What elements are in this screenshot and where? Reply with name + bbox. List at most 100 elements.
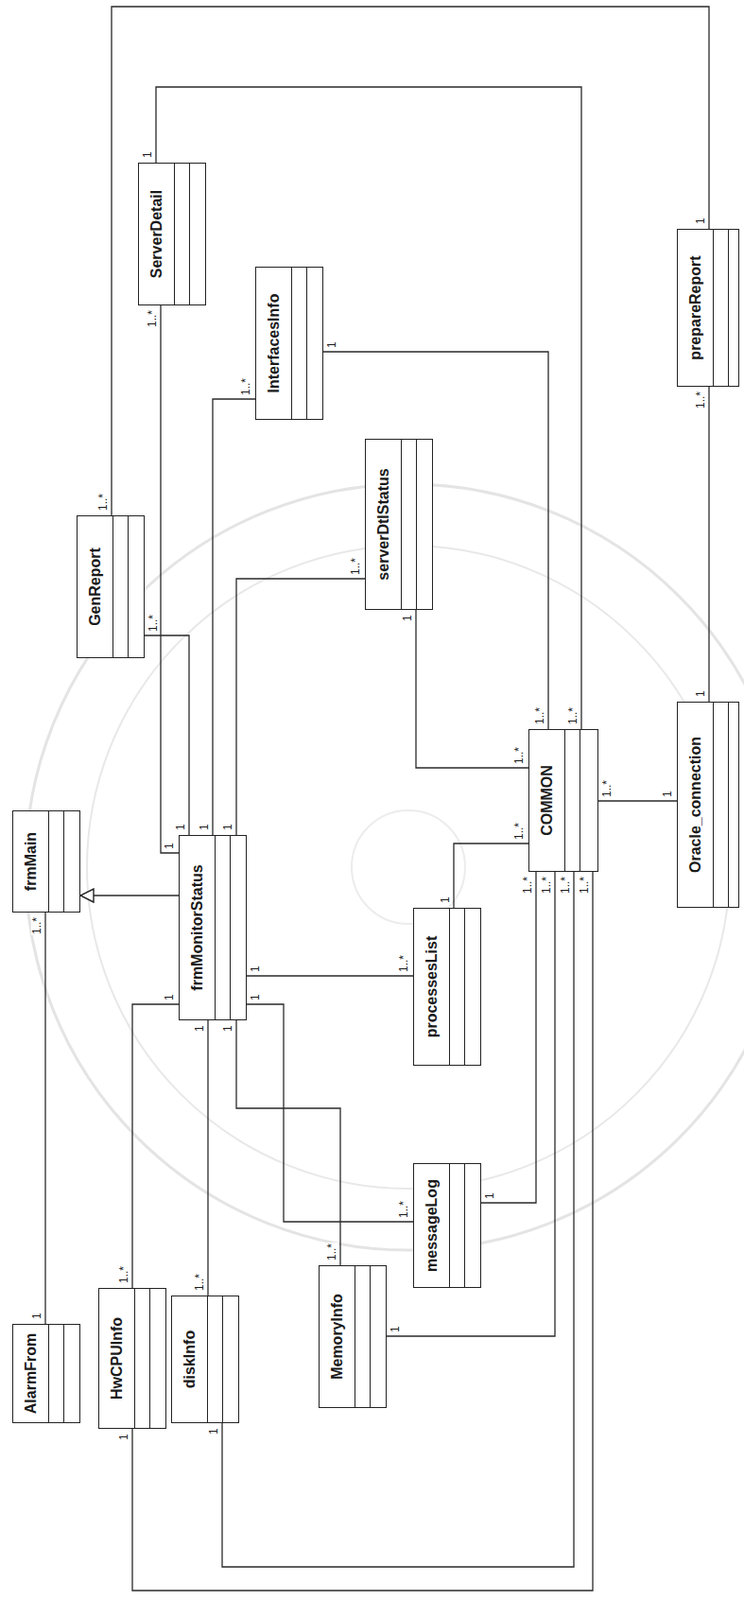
multiplicity: 1 — [207, 1426, 221, 1436]
class-box: serverDtlStatus — [364, 438, 433, 610]
class-name-compartment: COMMON — [529, 729, 566, 871]
class-name: serverDtlStatus — [375, 467, 393, 580]
class-name-compartment: messageLog — [414, 1163, 450, 1287]
multiplicity: 1 — [193, 1023, 207, 1033]
class-name-compartment: Oracle_connection — [677, 702, 714, 907]
class-name: AlarmFrom — [22, 1332, 40, 1414]
association-line — [246, 974, 414, 976]
multiplicity: 1..* — [694, 390, 708, 410]
association-line — [598, 799, 677, 801]
class-name: frmMain — [22, 831, 40, 891]
attribute-compartment — [401, 439, 417, 609]
multiplicity: 1..* — [397, 953, 411, 973]
association-line — [453, 843, 529, 908]
attribute-compartment — [713, 702, 729, 907]
multiplicity: 1..* — [513, 821, 526, 841]
class-name-compartment: serverDtlStatus — [365, 439, 402, 609]
multiplicity: 1 — [389, 1324, 402, 1333]
multiplicity: 1 — [326, 340, 339, 349]
class-box: InterfacesInfo — [255, 266, 324, 420]
multiplicity: 1..* — [397, 1199, 411, 1219]
class-name: processesList — [423, 935, 441, 1039]
attribute-compartment — [215, 835, 231, 1020]
multiplicity: 1..* — [349, 556, 363, 576]
multiplicity: 1..* — [578, 875, 591, 895]
multiplicity: 1 — [249, 964, 262, 973]
multiplicity: 1 — [439, 895, 452, 904]
multiplicity: 1..* — [240, 377, 253, 397]
association-line — [246, 1003, 414, 1222]
association-line — [708, 386, 710, 702]
association-line — [323, 351, 549, 729]
attribute-compartment — [713, 229, 729, 386]
class-box: messageLog — [413, 1162, 482, 1288]
class-name-compartment: frmMonitorStatus — [179, 835, 216, 1020]
multiplicity: 1..* — [97, 492, 110, 512]
multiplicity: 1 — [661, 789, 675, 798]
attribute-compartment — [355, 1265, 371, 1407]
multiplicity: 1..* — [540, 875, 554, 895]
multiplicity: 1 — [694, 689, 708, 698]
association-line — [415, 609, 529, 768]
multiplicity: 1..* — [193, 1272, 207, 1292]
class-name: InterfacesInfo — [265, 294, 283, 394]
multiplicity: 1..* — [326, 1242, 339, 1262]
class-name-compartment: ServerDetail — [138, 163, 175, 305]
attribute-compartment — [449, 908, 466, 1065]
multiplicity: 1 — [249, 992, 262, 1002]
attribute-compartment — [113, 516, 129, 658]
multiplicity: 1..* — [521, 875, 535, 895]
multiplicity: 1..* — [559, 875, 572, 895]
attribute-compartment — [49, 1324, 65, 1422]
multiplicity: 1 — [31, 1311, 44, 1320]
association-line — [144, 635, 190, 835]
class-box: frmMonitorStatus — [178, 834, 247, 1021]
attribute-compartment — [135, 1288, 151, 1428]
multiplicity: 1 — [118, 1432, 131, 1441]
multiplicity: 1 — [484, 1191, 497, 1200]
association-line — [212, 398, 256, 835]
class-name: HwCPUInfo — [108, 1316, 126, 1400]
association-line — [236, 1020, 341, 1265]
multiplicity: 1 — [163, 992, 176, 1002]
class-name: ServerDetail — [148, 190, 166, 278]
attribute-compartment — [292, 267, 308, 419]
attribute-compartment — [449, 1163, 466, 1287]
multiplicity: 1..* — [31, 916, 44, 935]
association-line — [132, 1003, 179, 1288]
class-name: Oracle_connection — [687, 736, 705, 873]
class-box: GenReport — [76, 515, 145, 658]
class-name-compartment: processesList — [414, 908, 450, 1065]
multiplicity: 1 — [141, 150, 155, 159]
multiplicity: 1..* — [118, 1264, 131, 1284]
class-box: prepareReport — [676, 228, 740, 387]
class-box: MemoryInfo — [318, 1264, 387, 1408]
class-box: diskInfo — [171, 1295, 240, 1423]
multiplicity: 1..* — [567, 706, 580, 726]
multiplicity: 1 — [222, 822, 235, 831]
class-name: diskInfo — [181, 1330, 199, 1388]
class-box: ServerDetail — [138, 162, 207, 306]
generalization-arrow — [80, 894, 179, 896]
class-name: messageLog — [423, 1178, 441, 1272]
class-box: frmMain — [12, 810, 81, 913]
multiplicity: 1 — [198, 822, 211, 831]
multiplicity: 1 — [163, 841, 176, 850]
class-name: prepareReport — [687, 255, 705, 360]
class-name-compartment: AlarmFrom — [13, 1324, 50, 1422]
class-box: HwCPUInfo — [98, 1287, 167, 1429]
multiplicity: 1 — [174, 822, 188, 831]
class-name: frmMonitorStatus — [189, 864, 207, 990]
association-line — [155, 86, 582, 729]
association-line — [386, 871, 555, 1336]
class-box: processesList — [413, 907, 482, 1066]
association-line — [160, 305, 179, 853]
multiplicity: 1..* — [147, 613, 160, 633]
class-box: COMMON — [528, 728, 599, 872]
class-box: AlarmFrom — [12, 1323, 81, 1423]
class-name-compartment: frmMain — [13, 811, 50, 912]
association-line — [222, 871, 574, 1567]
attribute-compartment — [565, 729, 581, 871]
class-name-compartment: GenReport — [77, 516, 114, 658]
